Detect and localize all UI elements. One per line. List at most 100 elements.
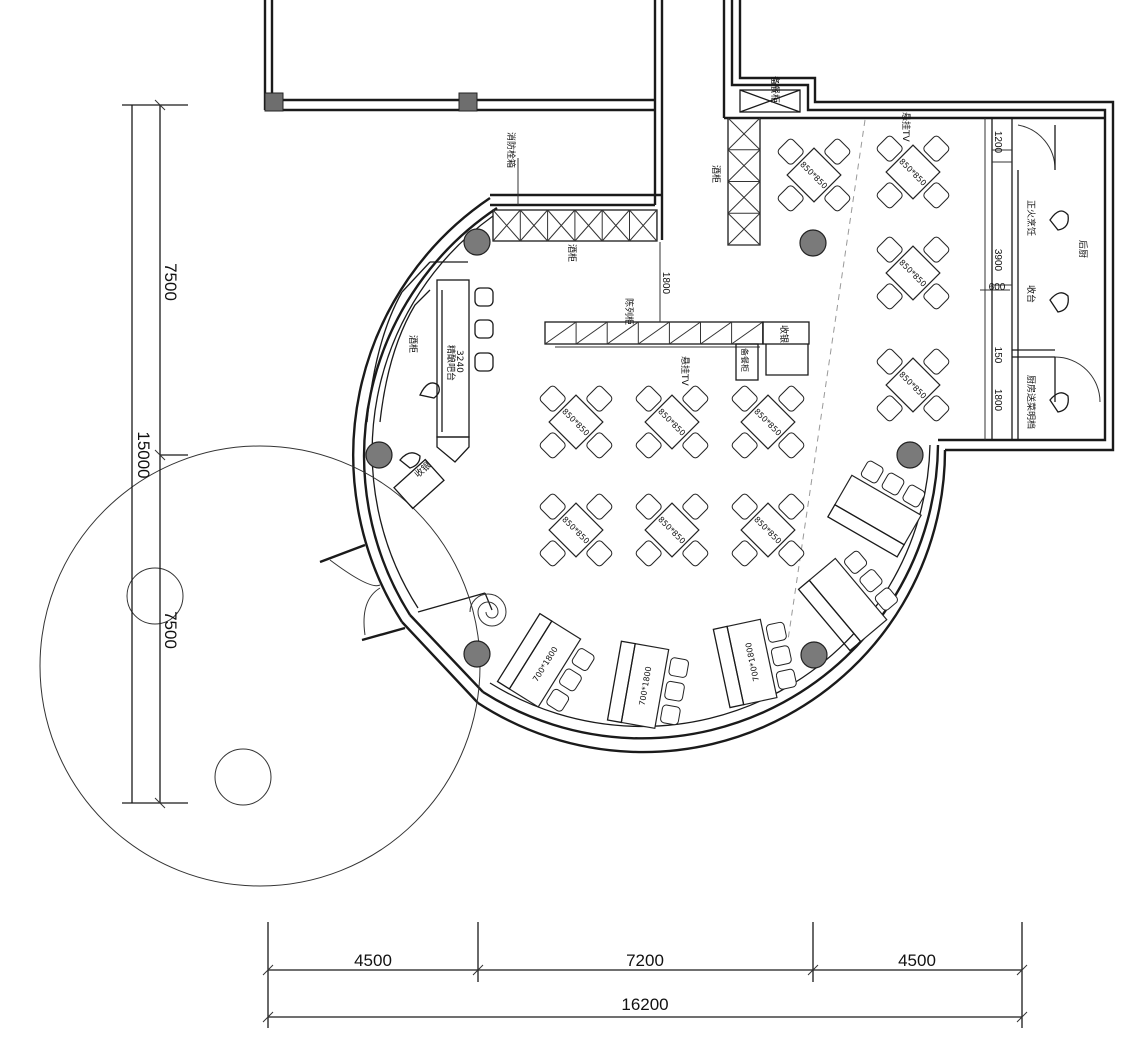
bar-counter — [419, 279, 494, 463]
chair — [770, 645, 792, 667]
dim-inner-600: 600 — [989, 282, 1006, 293]
square-table: 850*850 — [635, 493, 709, 567]
chair — [682, 540, 709, 567]
square-table: 850*850 — [731, 385, 805, 459]
label-dish-pass: 收台 — [1025, 285, 1037, 303]
cashier-counter-left — [393, 452, 445, 510]
dim-left-upper: 7500 — [161, 263, 180, 301]
chair — [682, 493, 709, 520]
chair — [824, 185, 851, 212]
dimension-inner: 1800 1200 3900 600 150 1800 — [659, 118, 1010, 440]
wine-cabinet-top — [492, 209, 658, 242]
label-wine-cabinet-left: 酒柜 — [407, 335, 419, 353]
dim-left-total: 15000 — [134, 431, 153, 478]
label-fire-hydrant: 消防栓箱 — [505, 132, 517, 168]
dim-inner-1800: 1800 — [660, 272, 671, 295]
chair — [586, 540, 613, 567]
chair — [668, 657, 690, 678]
chair — [876, 182, 903, 209]
chair — [559, 668, 582, 692]
chair — [778, 540, 805, 567]
dim-inner-150: 150 — [992, 347, 1003, 364]
chair — [586, 432, 613, 459]
chef-figure — [1049, 392, 1069, 413]
chair — [923, 135, 950, 162]
chair — [682, 385, 709, 412]
chair — [874, 587, 898, 611]
booth-table: 700*1800 — [606, 640, 690, 730]
booth-table: 700*1800 — [496, 612, 595, 712]
dim-bottom-2: 7200 — [626, 951, 664, 970]
chair — [635, 493, 662, 520]
chair — [923, 348, 950, 375]
chair — [635, 432, 662, 459]
spiral-sculpture-icon — [469, 593, 507, 627]
square-table: 850*850 — [777, 138, 851, 212]
entrance-doors[interactable] — [319, 543, 406, 642]
chair — [881, 472, 905, 496]
chair — [664, 680, 685, 702]
square-table: 850*850 — [539, 493, 613, 567]
label-sideboard-top: 备餐柜 — [769, 76, 781, 103]
chair — [778, 385, 805, 412]
chair — [660, 704, 681, 726]
chair — [824, 138, 851, 165]
chair — [923, 283, 950, 310]
square-table: 850*850 — [635, 385, 709, 459]
chair — [635, 540, 662, 567]
chair — [777, 185, 804, 212]
label-display-cabinet: 陈列柜 — [623, 298, 635, 325]
label-wine-cabinet-top: 酒柜 — [566, 244, 578, 262]
label-fire-door-kitchen: 正火烹饪 — [1025, 200, 1037, 236]
dim-bottom-3: 4500 — [898, 951, 936, 970]
chair — [586, 385, 613, 412]
square-table: 850*850 — [539, 385, 613, 459]
chair — [539, 540, 566, 567]
chair — [731, 432, 758, 459]
kitchen-area — [991, 118, 1101, 440]
dim-left-lower: 7500 — [161, 611, 180, 649]
chair — [923, 395, 950, 422]
chair — [731, 385, 758, 412]
chair — [876, 135, 903, 162]
square-table: 850*850 — [876, 348, 950, 422]
chair — [731, 540, 758, 567]
chair — [876, 348, 903, 375]
wine-cabinet-left — [366, 261, 468, 423]
display-cabinet — [544, 321, 810, 381]
chair — [876, 395, 903, 422]
chair — [586, 493, 613, 520]
chair — [635, 385, 662, 412]
chair — [539, 385, 566, 412]
structural-column — [458, 92, 478, 112]
structural-column — [264, 92, 284, 112]
chair — [765, 621, 787, 643]
chair — [546, 688, 570, 712]
chair — [778, 432, 805, 459]
booth-table — [826, 460, 926, 558]
square-tables: 850*850 850*850 850*850 850*850 850*850 850*8… — [539, 135, 950, 567]
restaurant-walls — [352, 0, 1115, 754]
label-cashier-right: 收银 — [778, 325, 790, 343]
booth-table — [797, 550, 898, 652]
label-kitchen-vent: 厨房送菜明档 — [1025, 375, 1037, 429]
chair — [539, 493, 566, 520]
entrance-plaza-circles — [39, 445, 481, 887]
label-wine-cabinet-right: 酒柜 — [710, 165, 722, 183]
chair — [923, 182, 950, 209]
chair — [682, 432, 709, 459]
label-tv-top: 悬挂TV — [900, 112, 912, 142]
chair — [902, 484, 926, 508]
chair — [860, 460, 884, 484]
square-table: 850*850 — [876, 236, 950, 310]
chair — [876, 236, 903, 263]
chair — [876, 283, 903, 310]
sideboard-mid — [735, 343, 759, 381]
sideboard-top — [739, 89, 801, 113]
dim-inner-1200: 1200 — [992, 131, 1003, 154]
square-table: 850*850 — [876, 135, 950, 209]
chair — [844, 550, 868, 574]
chef-figure — [1049, 210, 1069, 231]
chair — [777, 138, 804, 165]
